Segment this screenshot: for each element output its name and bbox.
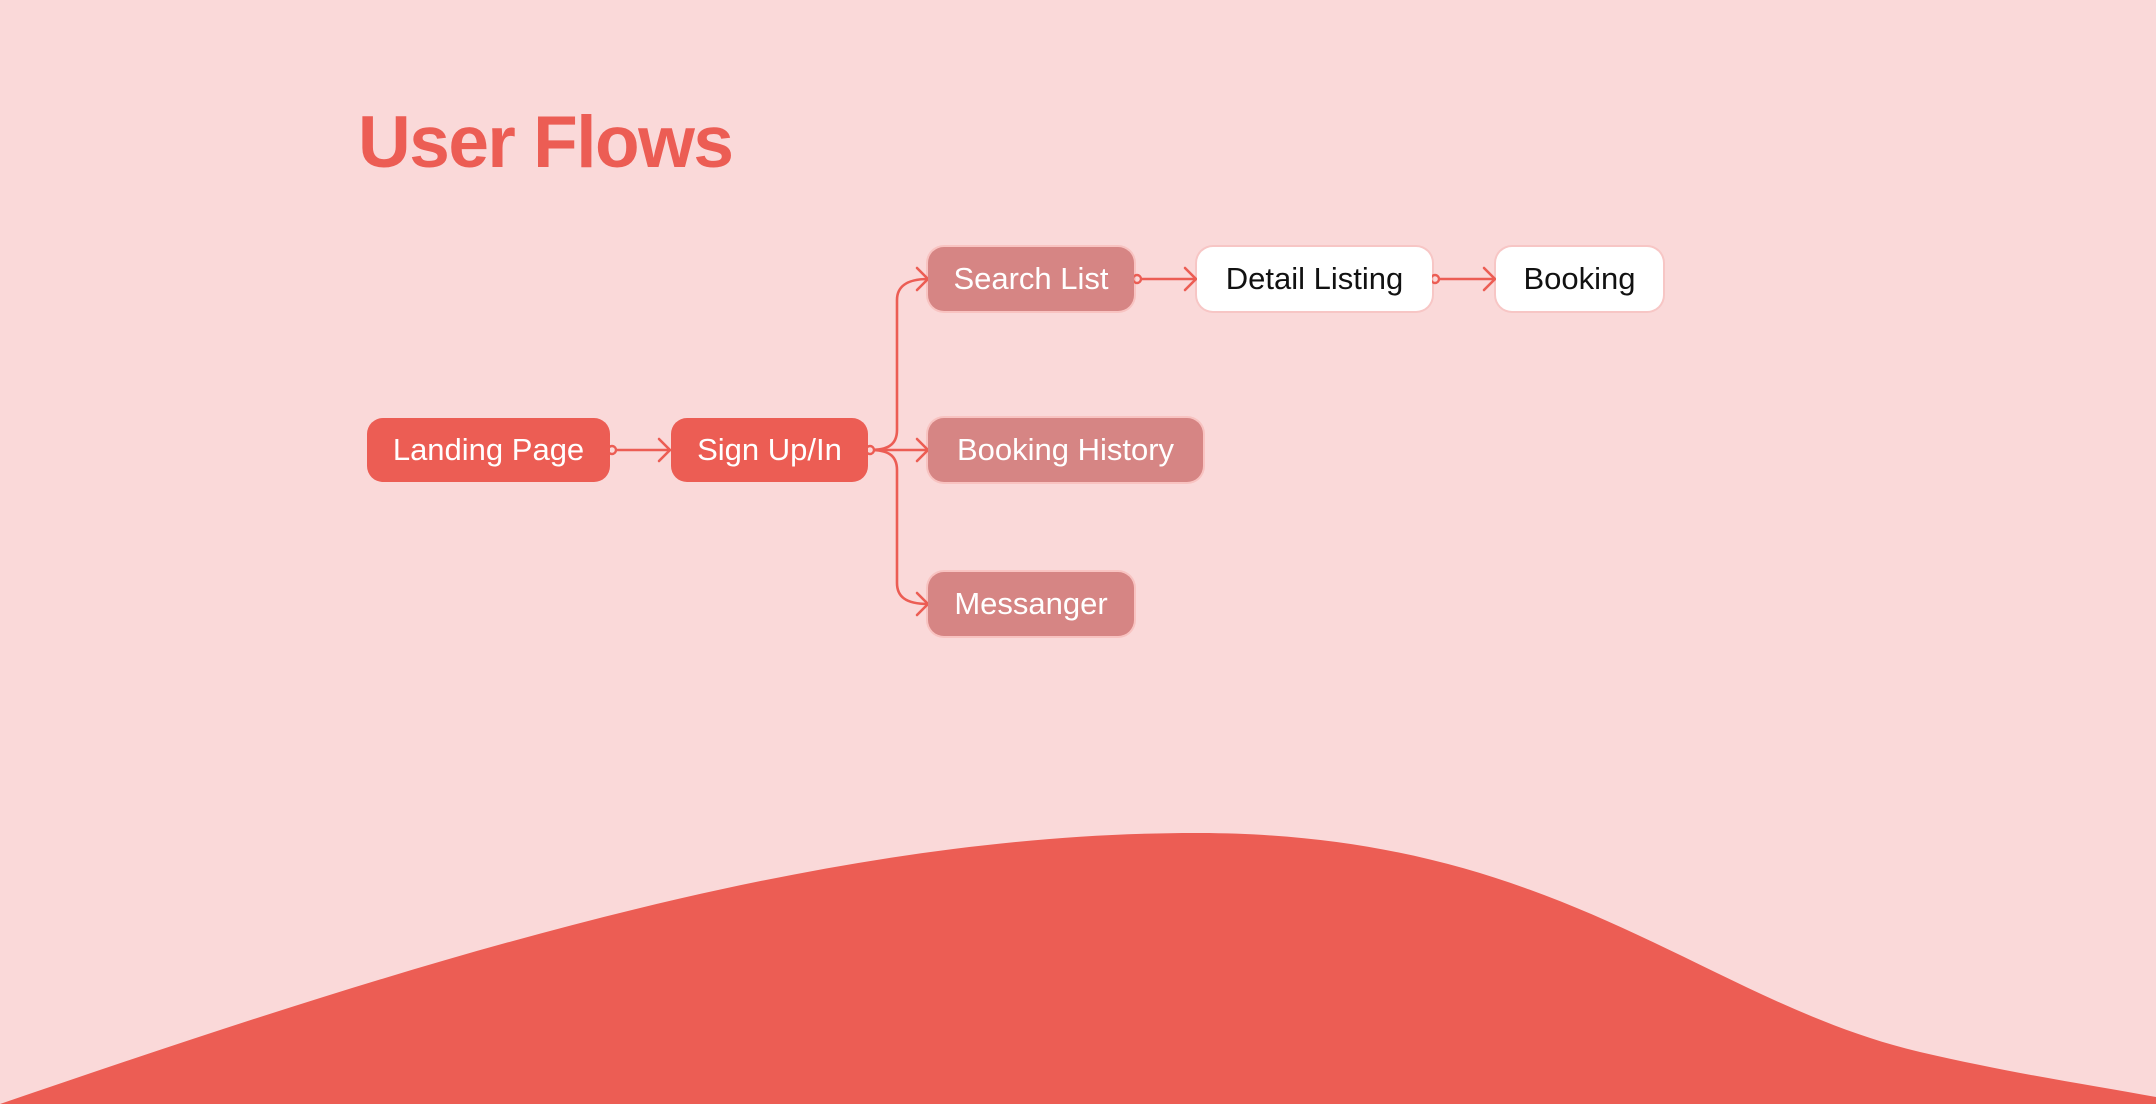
node-label: Booking History xyxy=(956,432,1175,467)
node-booking-history[interactable]: Booking History xyxy=(928,418,1203,482)
node-booking[interactable]: Booking xyxy=(1496,247,1663,311)
connector-detail-to-booking xyxy=(1429,266,1497,292)
node-label: Messanger xyxy=(954,586,1108,621)
connector-search-to-detail xyxy=(1131,266,1198,292)
node-sign-up-in[interactable]: Sign Up/In xyxy=(671,418,868,482)
connector-landing-to-signup xyxy=(606,437,672,463)
bottom-wave xyxy=(0,832,2156,1104)
node-label: Sign Up/In xyxy=(697,432,842,467)
node-detail-listing[interactable]: Detail Listing xyxy=(1197,247,1432,311)
page-title: User Flows xyxy=(358,102,734,183)
node-label: Search List xyxy=(953,261,1109,296)
node-search-list[interactable]: Search List xyxy=(928,247,1134,311)
node-label: Landing Page xyxy=(392,432,585,467)
node-landing-page[interactable]: Landing Page xyxy=(367,418,610,482)
connector-signup-to-messanger xyxy=(864,444,930,617)
node-label: Booking xyxy=(1523,261,1636,296)
node-messanger[interactable]: Messanger xyxy=(928,572,1134,636)
connector-signup-to-search xyxy=(868,266,930,452)
node-label: Detail Listing xyxy=(1225,261,1404,296)
